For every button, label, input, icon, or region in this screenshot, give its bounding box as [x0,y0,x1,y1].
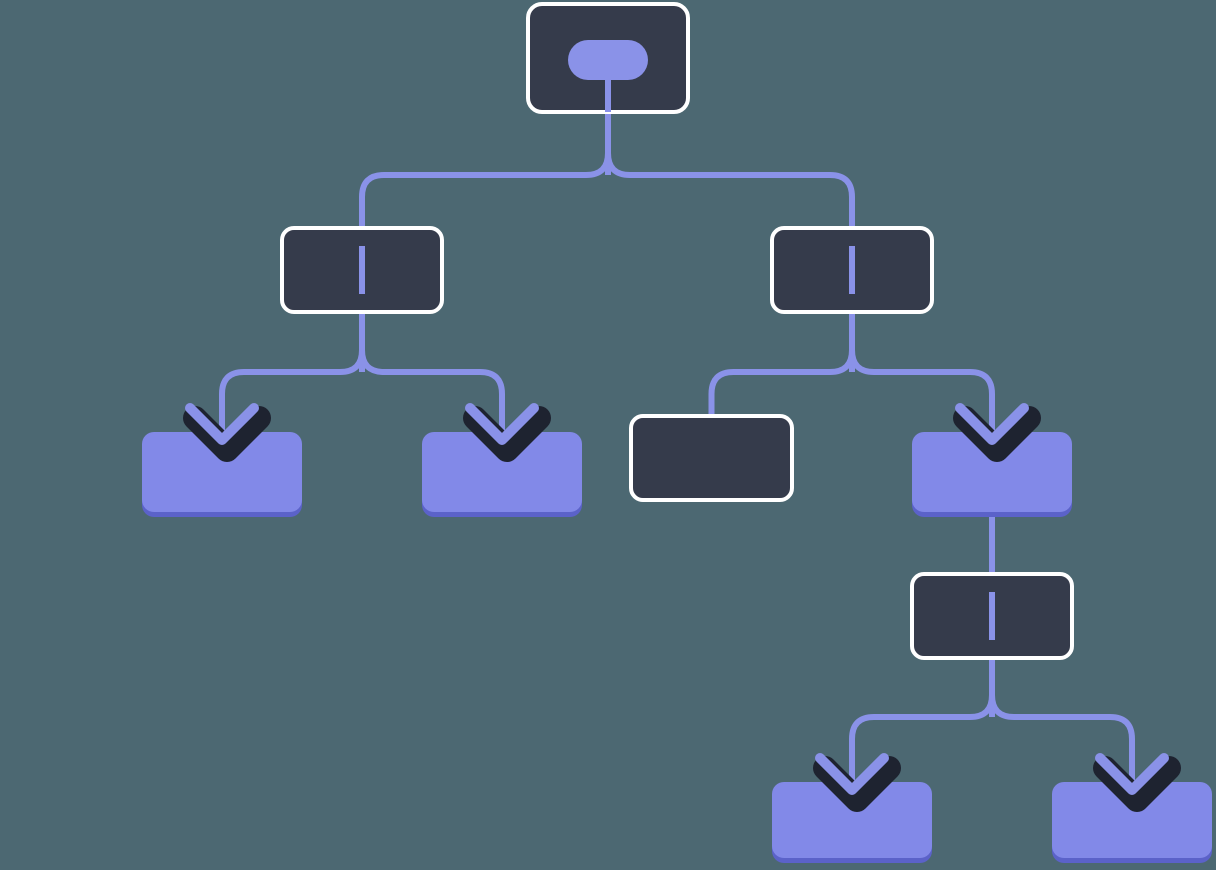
level1-right-node[interactable] [772,228,932,312]
nodes-layer [142,4,1212,863]
level1-right-node-bar-glyph [849,246,855,294]
level2-node-c[interactable] [631,416,792,500]
root-node-pill-glyph [568,40,648,80]
edge-level1right-to-level2 [712,312,853,416]
edge-root-to-level1 [362,112,608,228]
level1-left-node[interactable] [282,228,442,312]
level3-node-a[interactable] [912,574,1072,658]
level2-node-c-body [631,416,792,500]
level1-left-node-bar-glyph [359,246,365,294]
edge-root-to-level1 [608,112,852,228]
root-node[interactable] [528,4,688,112]
level3-node-a-bar-glyph [989,592,995,640]
